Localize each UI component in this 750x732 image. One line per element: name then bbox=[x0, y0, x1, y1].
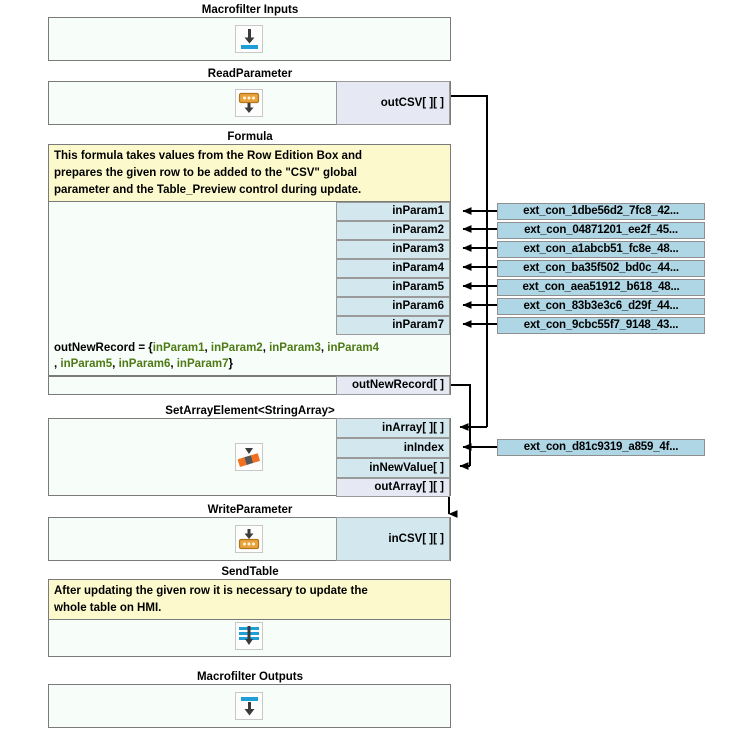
formula-param-2: inParam2 bbox=[210, 342, 263, 354]
external-connector-chip-6[interactable]: ext_con_83b3e3c6_d29f_44... bbox=[497, 298, 705, 315]
external-connector-chip-1[interactable]: ext_con_1dbe56d2_7fc8_42... bbox=[497, 203, 705, 220]
port-inarray[interactable]: inArray[ ][ ] bbox=[336, 418, 450, 438]
block-title-macrofilter-outputs: Macrofilter Outputs bbox=[196, 671, 304, 683]
formula-param-4: inParam4 bbox=[327, 342, 380, 354]
port-inparam5[interactable]: inParam5 bbox=[336, 278, 450, 297]
port-innewvalue[interactable]: inNewValue[ ] bbox=[336, 458, 450, 478]
formula-expr-suffix: } bbox=[228, 358, 233, 370]
block-title-write-parameter: WriteParameter bbox=[207, 504, 293, 516]
external-connector-chip-4[interactable]: ext_con_ba35f502_bd0c_44... bbox=[497, 260, 705, 277]
formula-param-7: inParam7 bbox=[176, 358, 229, 370]
arrow-down-into-bar-icon bbox=[235, 25, 263, 53]
external-connector-chip-3[interactable]: ext_con_a1abcb51_fc8e_48... bbox=[497, 241, 705, 258]
block-macrofilter-inputs[interactable] bbox=[48, 17, 451, 61]
formula-line2-lead: , bbox=[54, 358, 61, 370]
formula-comment: This formula takes values from the Row E… bbox=[48, 144, 451, 202]
array-element-icon bbox=[235, 443, 263, 471]
bar-with-arrow-down-icon bbox=[235, 692, 263, 720]
block-macrofilter-outputs[interactable] bbox=[48, 684, 451, 728]
send-table-comment: After updating the given row it is neces… bbox=[48, 579, 451, 620]
port-inparam2[interactable]: inParam2 bbox=[336, 221, 450, 240]
port-outcsv[interactable]: outCSV[ ][ ] bbox=[336, 81, 450, 125]
port-outarray[interactable]: outArray[ ][ ] bbox=[336, 478, 450, 497]
send-table-comment-line-2: whole table on HMI. bbox=[54, 602, 162, 614]
port-inparam6[interactable]: inParam6 bbox=[336, 297, 450, 316]
formula-expression[interactable]: outNewRecord = {inParam1, inParam2, inPa… bbox=[48, 337, 451, 376]
port-inparam3[interactable]: inParam3 bbox=[336, 240, 450, 259]
formula-param-6: inParam6 bbox=[118, 358, 171, 370]
port-inparam7[interactable]: inParam7 bbox=[336, 316, 450, 335]
external-connector-chip-8[interactable]: ext_con_d81c9319_a859_4f... bbox=[497, 439, 705, 456]
port-inindex[interactable]: inIndex bbox=[336, 438, 450, 458]
external-connector-chip-2[interactable]: ext_con_04871201_ee2f_45... bbox=[497, 222, 705, 239]
block-title-macrofilter-inputs: Macrofilter Inputs bbox=[201, 4, 299, 16]
parameter-read-icon bbox=[235, 89, 263, 117]
external-connector-chip-5[interactable]: ext_con_aea51912_b618_48... bbox=[497, 279, 705, 296]
block-title-read-parameter: ReadParameter bbox=[207, 68, 293, 80]
block-title-set-array-element: SetArrayElement<StringArray> bbox=[165, 405, 335, 417]
port-inparam4[interactable]: inParam4 bbox=[336, 259, 450, 278]
port-incsv[interactable]: inCSV[ ][ ] bbox=[336, 517, 450, 561]
formula-param-1: inParam1 bbox=[152, 342, 205, 354]
formula-out-var: outNewRecord = { bbox=[54, 342, 153, 354]
port-inparam1[interactable]: inParam1 bbox=[336, 202, 450, 221]
block-title-send-table: SendTable bbox=[221, 566, 279, 578]
port-outnewrecord[interactable]: outNewRecord[ ] bbox=[336, 376, 450, 395]
send-table-icon bbox=[235, 622, 263, 650]
formula-param-5: inParam5 bbox=[60, 358, 113, 370]
send-table-comment-line-1: After updating the given row it is neces… bbox=[54, 585, 368, 597]
formula-comment-line-2: prepares the given row to be added to th… bbox=[54, 167, 357, 179]
formula-comment-line-1: This formula takes values from the Row E… bbox=[54, 150, 362, 162]
block-title-formula: Formula bbox=[227, 131, 273, 143]
formula-comment-line-3: parameter and the Table_Preview control … bbox=[54, 184, 362, 196]
external-connector-chip-7[interactable]: ext_con_9cbc55f7_9148_43... bbox=[497, 317, 705, 334]
formula-param-3: inParam3 bbox=[269, 342, 321, 354]
parameter-write-icon bbox=[235, 525, 263, 553]
